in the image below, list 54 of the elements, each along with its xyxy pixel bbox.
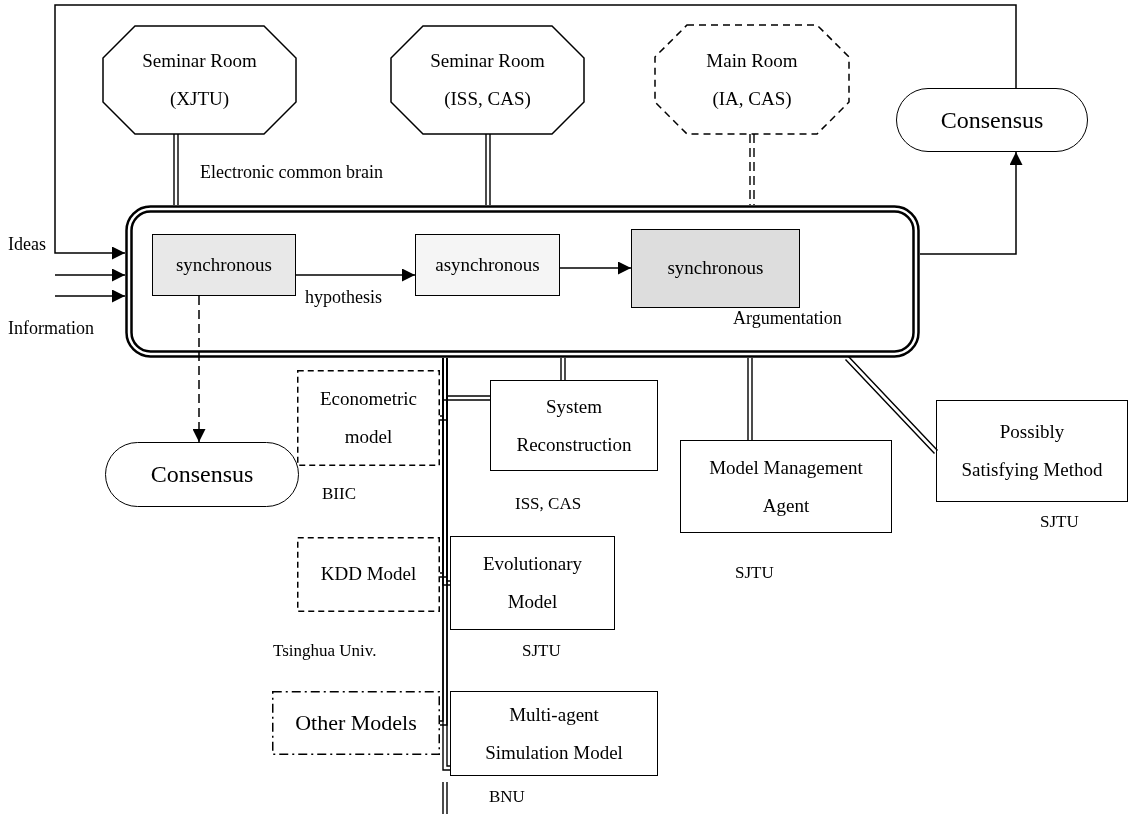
edge-label: hypothesis (305, 287, 382, 309)
input-label: Information (8, 318, 94, 340)
frame-caption: Argumentation (733, 308, 842, 330)
node-text: Model Management Agent (708, 455, 864, 518)
input-label: Ideas (8, 234, 46, 256)
node-text: Seminar Room (XJTU) (141, 49, 258, 111)
arrow (54, 268, 126, 282)
process-box (936, 400, 1128, 502)
affiliation-label: ISS, CAS (515, 494, 582, 515)
process-box (152, 234, 296, 296)
node-text: Econometric model (318, 387, 419, 449)
node-text: synchronous (667, 257, 764, 280)
double-connector (485, 133, 491, 206)
process-box (450, 536, 615, 630)
process-box (631, 229, 800, 308)
octagon-node (103, 26, 296, 134)
node-text: System Reconstruction (515, 394, 633, 457)
dashed-box (297, 537, 440, 612)
affiliation-label: BIIC (322, 484, 356, 505)
double-connector (560, 357, 566, 381)
affiliation-label: SJTU (522, 641, 561, 662)
double-connector (747, 357, 753, 441)
node-text: Evolutionary Model (481, 552, 584, 614)
node-text: Multi-agent Simulation Model (484, 702, 624, 765)
arrow (54, 4, 1017, 260)
node-text: Other Models (295, 709, 417, 737)
process-box (415, 234, 560, 296)
double-connector (749, 133, 755, 206)
process-box (450, 691, 658, 776)
double-connector (844, 355, 939, 455)
arrow (295, 268, 416, 282)
dashed-arrow (192, 295, 206, 443)
affiliation-label: SJTU (735, 563, 774, 584)
affiliation-label: BNU (489, 787, 525, 808)
node-text: Main Room (IA, CAS) (705, 48, 799, 111)
node-text: KDD Model (320, 563, 417, 586)
arrow (54, 289, 126, 303)
arrow (559, 261, 632, 275)
process-box (490, 380, 658, 471)
double-connector (173, 133, 179, 206)
node-text: Possibly Satisfying Method (961, 420, 1103, 482)
node-text: Consensus (150, 460, 254, 489)
frame-title: Electronic common brain (200, 162, 383, 184)
node-text: synchronous (175, 253, 273, 277)
dashed-box (297, 370, 440, 466)
octagon-node (655, 25, 849, 134)
node-text: Consensus (940, 105, 1044, 135)
affiliation-label: Tsinghua Univ. (273, 641, 377, 662)
affiliation-label: SJTU (1040, 512, 1079, 533)
node-text: asynchronous (435, 253, 540, 277)
arrow (919, 151, 1023, 255)
node-text: Seminar Room (ISS, CAS) (429, 49, 546, 111)
process-box (680, 440, 892, 533)
octagon-node (391, 26, 584, 134)
